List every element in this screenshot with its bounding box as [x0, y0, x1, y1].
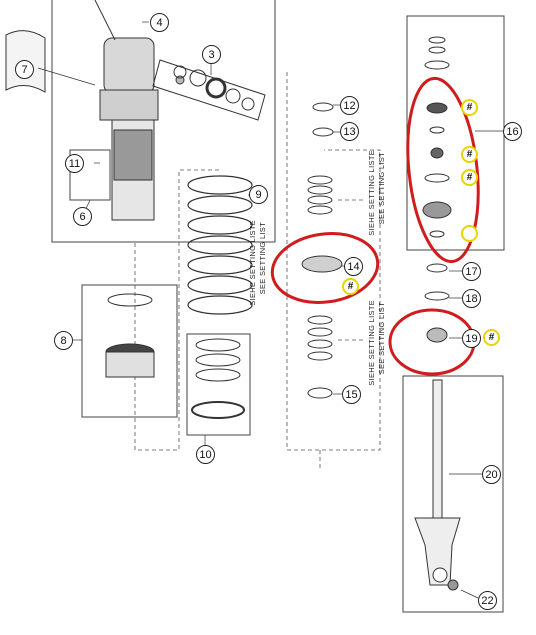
- highlight-oval-19: [388, 308, 476, 376]
- callout-10: 10: [196, 445, 215, 464]
- callout-13: 13: [340, 122, 359, 141]
- callout-20: 20: [482, 465, 501, 484]
- seal-kit-panel: [152, 59, 266, 121]
- hash-marker: #: [461, 146, 478, 163]
- setting-list-label-en: SEE SETTING LIST: [377, 302, 386, 375]
- hash-marker: #: [342, 278, 359, 295]
- callout-9: 9: [249, 185, 268, 204]
- hash-marker: [461, 225, 478, 242]
- callout-12: 12: [340, 96, 359, 115]
- hash-marker: #: [461, 169, 478, 186]
- setting-list-label-en: SEE SETTING LIST: [377, 152, 386, 225]
- preload-nut: [105, 293, 155, 378]
- hash-marker: #: [461, 99, 478, 116]
- callout-7: 7: [15, 60, 34, 79]
- dashed-leaders: [134, 72, 381, 470]
- callout-18: 18: [462, 289, 481, 308]
- highlight-oval-16: [406, 76, 480, 264]
- setting-list-label-de: SIEHE SETTING LISTE: [248, 220, 257, 306]
- callout-15: 15: [342, 385, 361, 404]
- setting-list-label-en: SEE SETTING LIST: [258, 222, 267, 295]
- main-spring: [187, 175, 253, 315]
- callout-6: 6: [73, 207, 92, 226]
- shock-body: [94, 0, 185, 221]
- callout-8: 8: [54, 331, 73, 350]
- callout-11: 11: [65, 154, 84, 173]
- frame-lines: [51, 0, 505, 613]
- callout-3: 3: [202, 45, 221, 64]
- callout-4: 4: [150, 13, 169, 32]
- callout-17: 17: [462, 262, 481, 281]
- shim-stack-middle: [301, 102, 343, 399]
- shim-stack-right: [422, 36, 452, 343]
- callout-14: 14: [344, 257, 363, 276]
- callout-22: 22: [478, 591, 497, 610]
- hash-marker: #: [483, 329, 500, 346]
- highlight-oval-14: [270, 232, 380, 304]
- piston-rod: [414, 379, 461, 591]
- spring-parts-10: [191, 338, 245, 419]
- callout-16: 16: [503, 122, 522, 141]
- setting-list-label-de: SIEHE SETTING LISTE: [367, 150, 376, 236]
- callout-19: 19: [462, 329, 481, 348]
- setting-list-label-de: SIEHE SETTING LISTE: [367, 300, 376, 386]
- blank-area: [18, 490, 276, 630]
- red-highlights: [270, 76, 480, 376]
